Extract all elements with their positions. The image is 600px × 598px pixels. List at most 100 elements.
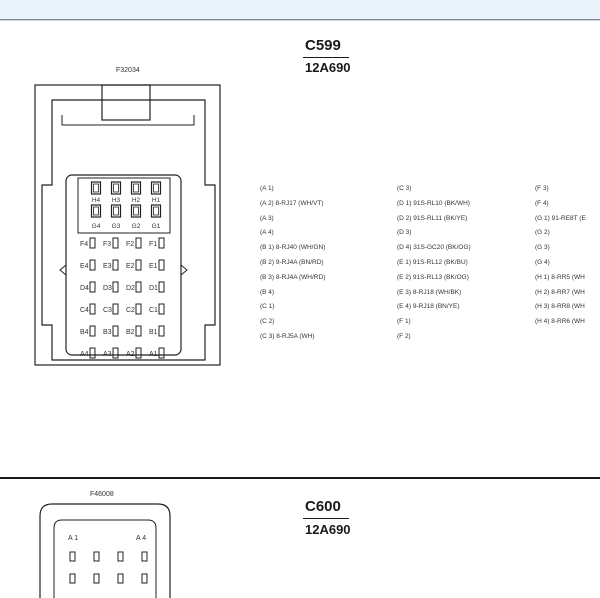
pin-label: G2 <box>132 223 141 230</box>
pin-cavity <box>135 303 142 315</box>
top-band <box>0 0 600 21</box>
pinout-entry: (D 4) 31S-GC20 (BK/OG) <box>397 244 471 252</box>
pin-cavity <box>135 237 142 249</box>
pin-cavity <box>117 573 124 584</box>
pin-cavity <box>130 204 142 218</box>
pin-label: F2 <box>126 241 134 248</box>
pin-cavity <box>89 237 96 249</box>
pin-cavity <box>130 181 142 195</box>
pin-label: C4 <box>80 307 89 314</box>
pin-label: B3 <box>103 329 112 336</box>
pin-label: A2 <box>126 351 135 358</box>
pinout-entry: (H 3) 8-RR8 (WH <box>535 303 585 311</box>
pin-cavity <box>141 551 148 562</box>
pinout-entry: (A 2) 8-RJ17 (WH/VT) <box>260 199 324 207</box>
pin-cavity <box>69 551 76 562</box>
pin-cavity <box>135 325 142 337</box>
pin-label: F3 <box>103 241 111 248</box>
pin-cavity <box>158 237 165 249</box>
pin-label: E1 <box>149 263 158 270</box>
pin-label: F4 <box>80 241 88 248</box>
pin-cavity <box>150 204 162 218</box>
pinout-entry: (G 2) <box>535 229 550 237</box>
pinout-entry: (F 2) <box>397 333 411 340</box>
pin-label: A4 <box>80 351 89 358</box>
pin-cavity <box>158 347 165 359</box>
face-code: F46008 <box>90 491 114 498</box>
pinout-entry: (A 1) <box>260 185 274 192</box>
pin-cavity <box>150 181 162 195</box>
pin-cavity <box>90 181 102 195</box>
pin-cavity <box>89 281 96 293</box>
face-code: F32034 <box>116 67 140 74</box>
pin-label: C2 <box>126 307 135 314</box>
pin-label: G3 <box>112 223 121 230</box>
pin-cavity <box>112 325 119 337</box>
pin-cavity <box>110 181 122 195</box>
title-underline <box>303 57 349 58</box>
pin-cavity <box>158 259 165 271</box>
pin-label: E3 <box>103 263 112 270</box>
pinout-entry: (C 1) <box>260 303 275 311</box>
pin-label: G1 <box>152 223 161 230</box>
pin-label: H3 <box>112 197 121 204</box>
pinout-entry: (B 4) <box>260 288 275 296</box>
pin-label: B4 <box>80 329 89 336</box>
pin-cavity <box>89 259 96 271</box>
pin-cavity <box>93 573 100 584</box>
pinout-entry: (D 1) 91S-RL10 (BK/WH) <box>397 199 470 207</box>
pin-cavity <box>112 237 119 249</box>
pin-label: A1 <box>149 351 158 358</box>
pin-label: D1 <box>149 285 158 292</box>
pin-cavity <box>112 303 119 315</box>
pin-cavity <box>89 325 96 337</box>
pinout-entry: (G 3) <box>535 244 550 252</box>
pin-cavity <box>158 303 165 315</box>
pinout-entry: (D 3) <box>397 229 412 237</box>
pinout-entry: (E 4) 9-RJ18 (BN/YE) <box>397 303 460 311</box>
pin-label: A 4 <box>136 535 146 542</box>
pinout-entry: (H 4) 8-RR6 (WH <box>535 318 585 326</box>
pin-cavity <box>112 347 119 359</box>
title-underline <box>303 518 349 519</box>
pin-label: D3 <box>103 285 112 292</box>
pin-cavity <box>89 303 96 315</box>
pin-cavity <box>112 259 119 271</box>
pinout-entry: (H 1) 8-RR5 (WH <box>535 273 585 281</box>
pinout-entry: (G 1) 91-RE8T (E <box>535 214 586 222</box>
pin-cavity <box>158 325 165 337</box>
pin-label: A 1 <box>68 535 78 542</box>
pinout-entry: (B 1) 8-RJ40 (WH/GN) <box>260 244 326 252</box>
pinout-entry: (H 2) 8-RR7 (WH <box>535 288 585 296</box>
pin-label: E2 <box>126 263 135 270</box>
pin-label: F1 <box>149 241 157 248</box>
connector-c600-face: A 1 A 4 <box>39 503 171 598</box>
pinout-entry: (F 4) <box>535 199 549 207</box>
pin-label: D2 <box>126 285 135 292</box>
pinout-entry: (G 4) <box>535 259 550 266</box>
pin-label: E4 <box>80 263 89 270</box>
section-divider <box>0 477 600 479</box>
pinout-entry: (C 3) 8-RJ5A (WH) <box>260 333 315 340</box>
connector-name: C599 <box>305 37 341 54</box>
pin-label: A3 <box>103 351 112 358</box>
pinout-entry: (C 3) <box>397 185 412 192</box>
section-divider <box>0 19 600 20</box>
pinout-entry: (A 4) <box>260 229 274 237</box>
pin-cavity <box>89 347 96 359</box>
part-number: 12A690 <box>305 60 351 75</box>
pinout-entry: (F 3) <box>535 185 549 192</box>
connector-name: C600 <box>305 498 341 515</box>
pin-cavity <box>69 573 76 584</box>
pin-cavity <box>141 573 148 584</box>
pinout-entry: (A 3) <box>260 214 274 222</box>
pin-label: C1 <box>149 307 158 314</box>
pin-label: D4 <box>80 285 89 292</box>
pin-cavity <box>158 281 165 293</box>
pin-cavity <box>135 347 142 359</box>
pin-cavity <box>135 259 142 271</box>
pin-label: B2 <box>126 329 135 336</box>
pin-cavity <box>112 281 119 293</box>
pinout-entry: (C 2) <box>260 318 275 326</box>
pin-cavity <box>93 551 100 562</box>
